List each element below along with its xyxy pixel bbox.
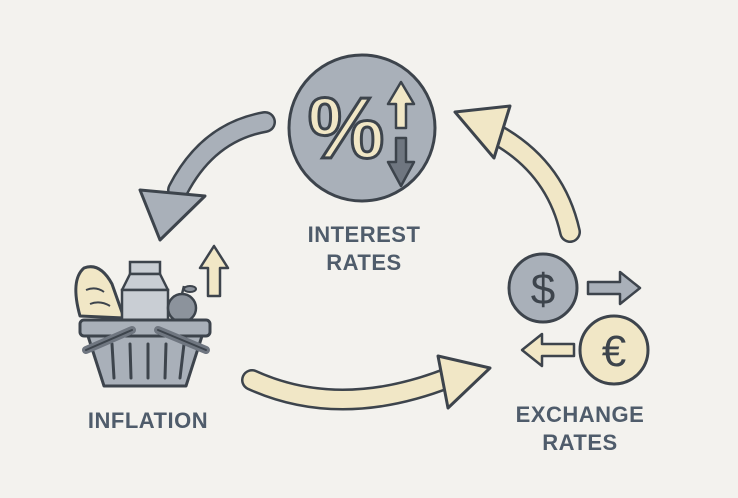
inflation-label: INFLATION	[88, 408, 208, 433]
interest-rates-label-line2: RATES	[326, 250, 401, 275]
basket-icon	[78, 318, 212, 388]
percent-icon: %	[308, 81, 384, 177]
euro-symbol: €	[602, 327, 626, 376]
inflation-up-arrow-icon	[198, 244, 230, 298]
arrow-inflation-to-exchange	[241, 354, 492, 411]
arrow-interest-to-inflation	[138, 111, 276, 242]
bread-icon	[74, 265, 126, 320]
arrow-right-icon	[586, 270, 642, 306]
dollar-coin-icon: $	[507, 252, 579, 324]
exchange-rates-label-line1: EXCHANGE	[516, 402, 645, 427]
dollar-symbol: $	[531, 265, 555, 314]
milk-carton-icon	[120, 260, 170, 322]
exchange-rates-label-line2: RATES	[542, 430, 617, 455]
inflation-node	[74, 244, 230, 388]
euro-coin-icon: €	[578, 314, 650, 386]
interest-rates-label-line1: INTEREST	[308, 222, 421, 247]
arrow-exchange-to-interest	[453, 104, 581, 243]
apple-icon	[166, 285, 198, 324]
arrow-left-icon	[520, 332, 576, 368]
arrow-down-icon	[386, 136, 416, 188]
exchange-rates-node: $ €	[507, 252, 650, 386]
arrow-up-icon	[386, 80, 416, 130]
interest-rates-node: %	[287, 53, 437, 203]
